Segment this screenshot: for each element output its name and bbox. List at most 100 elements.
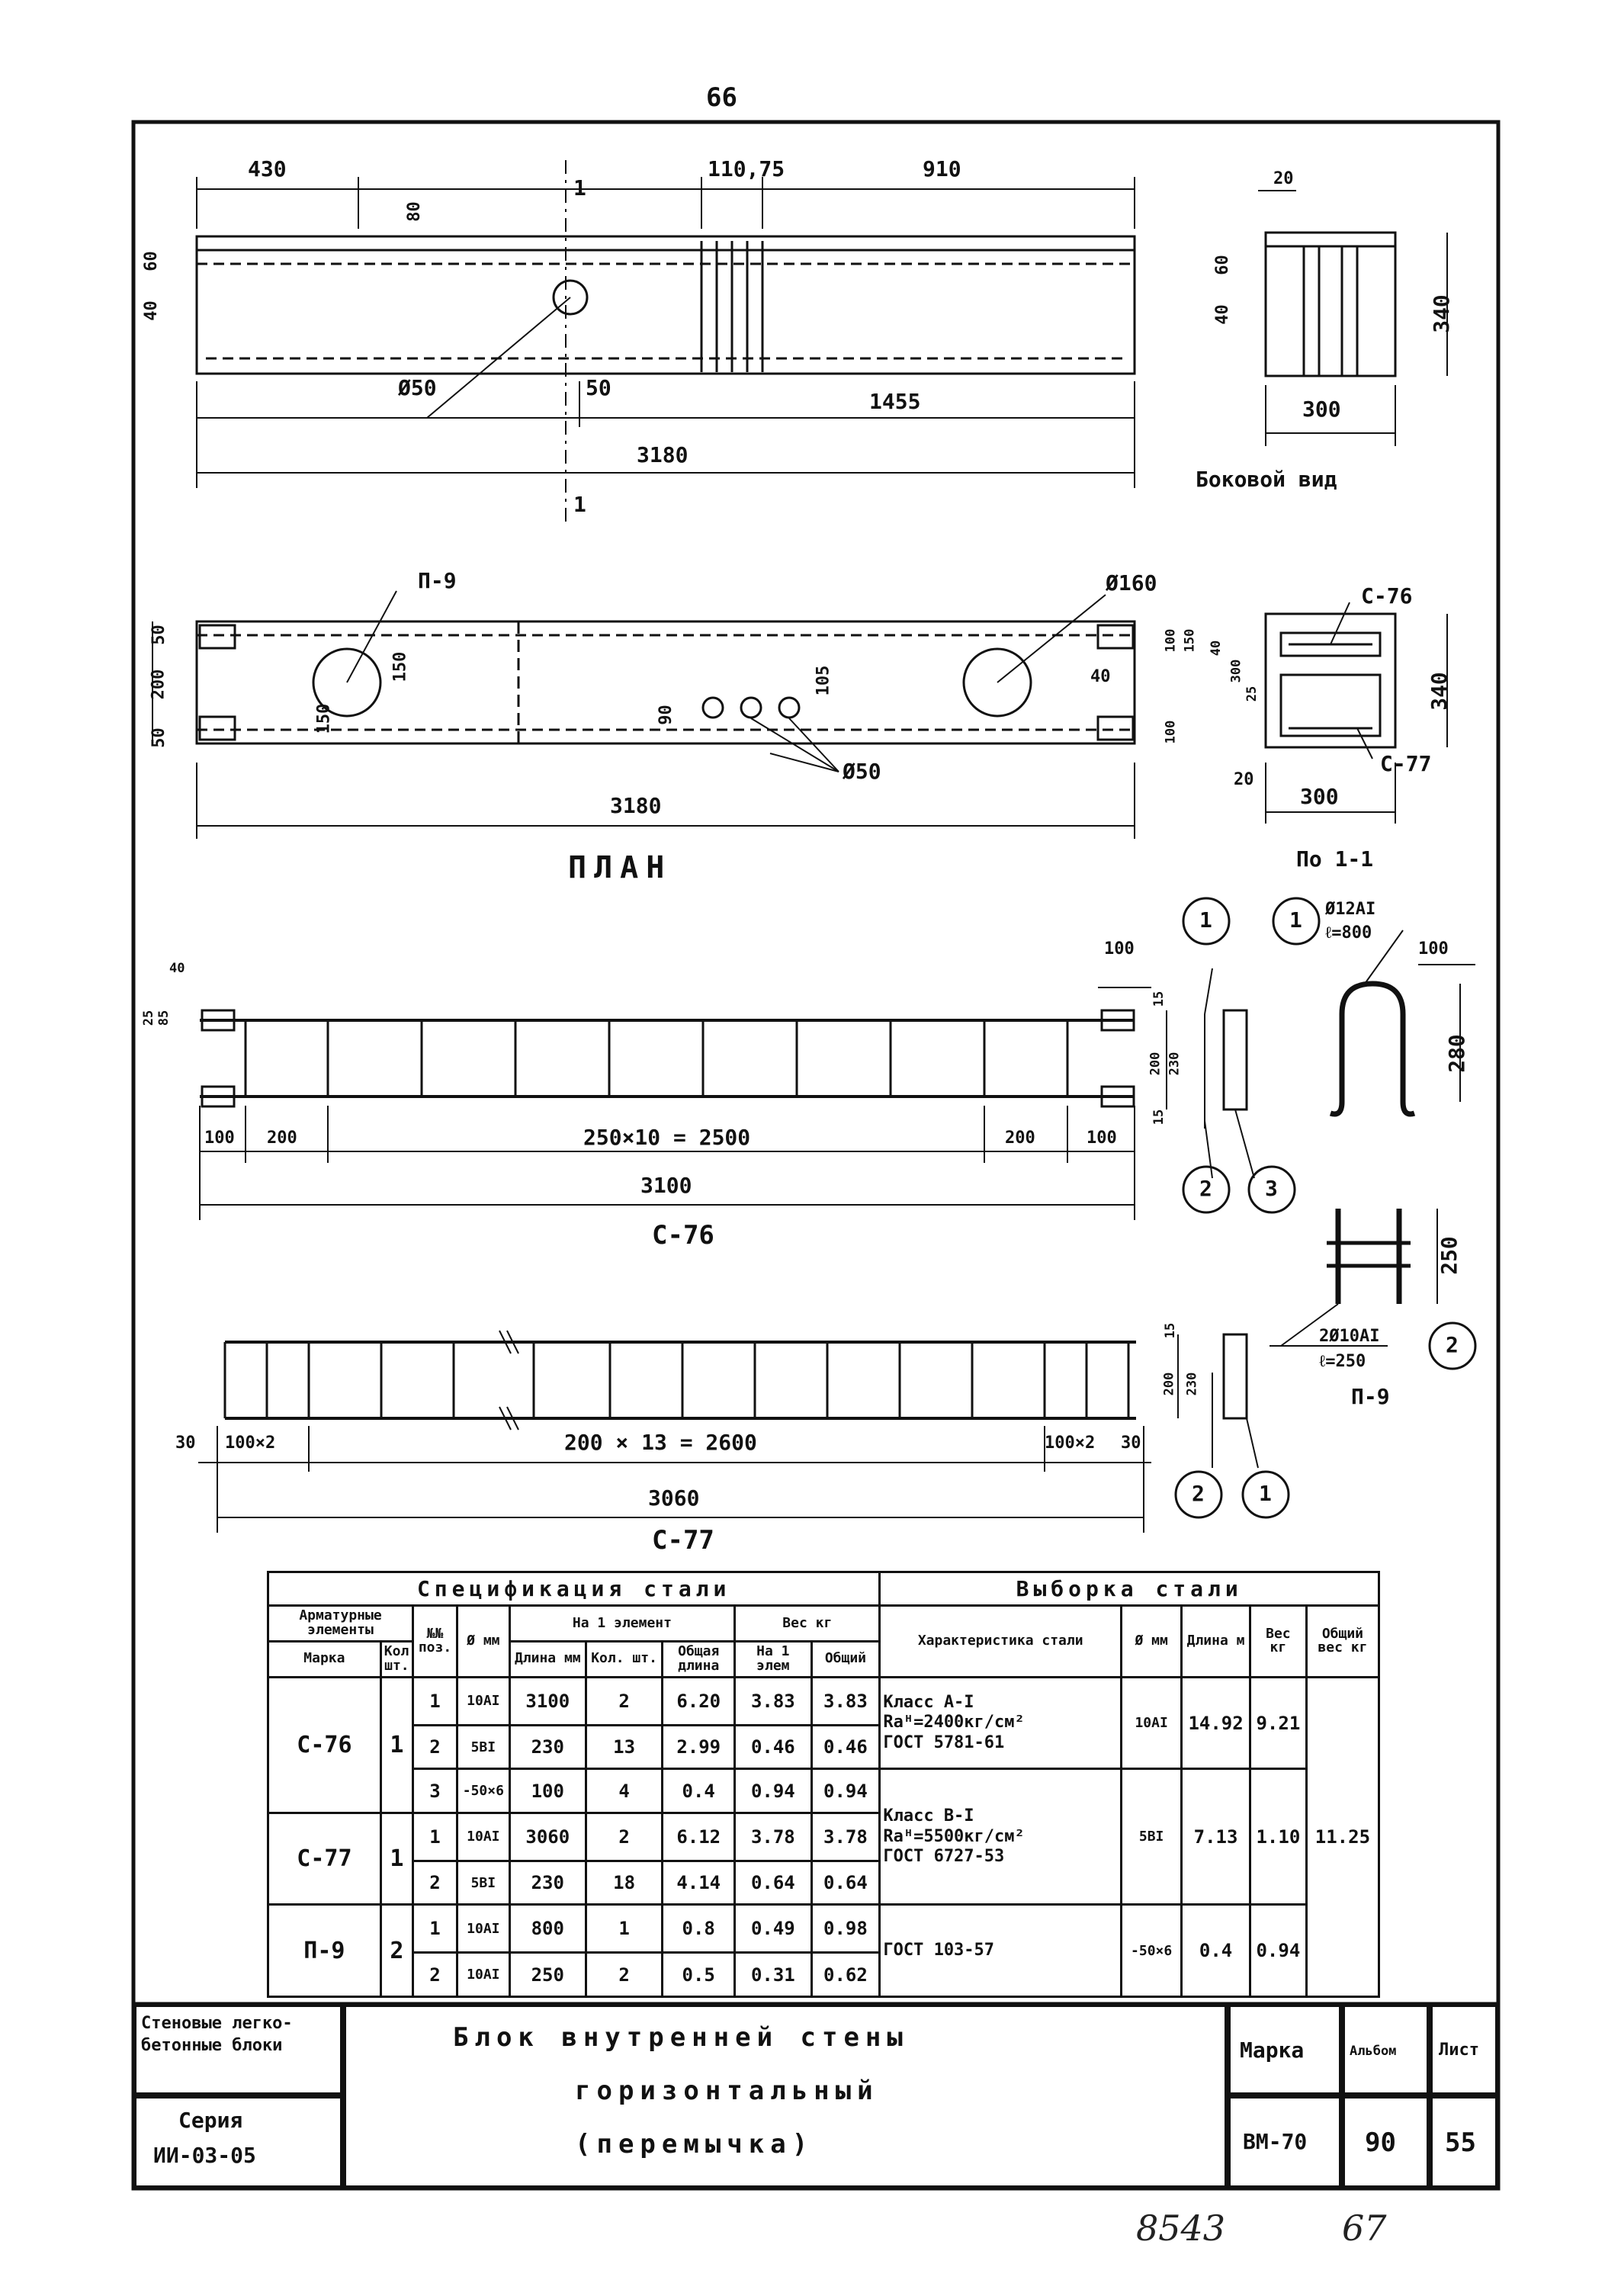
section-dim-20: 20 — [1234, 770, 1254, 789]
dim-110-75: 110,75 — [708, 156, 785, 181]
col-pos: №№ поз. — [411, 1604, 459, 1678]
dim-1455: 1455 — [869, 389, 921, 414]
dim-3180-elev: 3180 — [637, 442, 689, 467]
title-block-subject: Стеновые легко-бетонные блоки — [141, 2014, 293, 2055]
cell-wt: 0.64 — [810, 1859, 881, 1906]
cell-len: 3100 — [508, 1675, 587, 1726]
c76-dim-3100: 3100 — [640, 1173, 692, 1198]
cell-wp: 0.64 — [733, 1859, 813, 1906]
bar-detail-dim-100: 100 — [1418, 939, 1449, 959]
callout-circles — [1174, 897, 1477, 1519]
title-line-3: (перемычка) — [575, 2129, 814, 2160]
sel-total-weight: 11.25 — [1305, 1675, 1381, 1999]
cell-tl: 4.14 — [661, 1859, 737, 1906]
side-view-caption: Боковой вид — [1196, 467, 1337, 492]
col-qty: Кол. шт. — [584, 1639, 664, 1678]
c76-dim-100-top: 100 — [1104, 939, 1135, 959]
handwritten-number-2: 67 — [1342, 2208, 1387, 2249]
plan-dim-200: 200 — [149, 669, 169, 700]
cell-pos: 2 — [411, 1859, 459, 1906]
row-mark-p9: П-9 — [267, 1903, 382, 1998]
table-row: С-77 1 1 10АI 3060 2 6.12 3.78 3.78 — [267, 1811, 1379, 1906]
mark-cell: Марка — [1228, 2004, 1342, 2095]
title-line-2: горизонтальный — [575, 2076, 879, 2106]
sheet-label: Лист — [1439, 2041, 1479, 2060]
section-dim-300: 300 — [1300, 784, 1339, 809]
c77-dim-100x2-left: 100×2 — [225, 1434, 276, 1453]
col-weight: Вес кг — [733, 1604, 881, 1643]
plan-label-dia160: Ø160 — [1106, 570, 1157, 596]
side-dim-60: 60 — [1212, 255, 1232, 275]
cell-n: 1 — [584, 1903, 664, 1954]
cell-dia: 10АI — [456, 1903, 511, 1954]
sel-char-line: ГОСТ 103-57 — [883, 1941, 995, 1960]
c76-dim-200-vert: 200 — [1148, 1052, 1164, 1076]
section-mark-top: 1 — [573, 175, 586, 201]
cell-wp: 0.46 — [733, 1723, 813, 1771]
mark-label: Марка — [1240, 2037, 1305, 2063]
cell-len: 100 — [508, 1768, 587, 1814]
c76-dim-100-right: 100 — [1087, 1129, 1117, 1148]
cell-wp: 3.83 — [733, 1675, 813, 1726]
c76-dim-100-left: 100 — [204, 1129, 235, 1148]
cell-len: 800 — [508, 1903, 587, 1954]
cell-len: 3060 — [508, 1811, 587, 1862]
sel-len: 0.4 — [1180, 1903, 1251, 1998]
section-label-c76: С-76 — [1361, 583, 1413, 609]
sel-char-line: Класс В-I — [883, 1806, 974, 1826]
c76-dim-15-bottom: 15 — [1151, 1109, 1167, 1126]
c76-dim-25: 25 — [141, 1010, 157, 1026]
c77-dim-100x2-right: 100×2 — [1045, 1434, 1096, 1453]
col-char: Характеристика стали — [878, 1604, 1123, 1678]
col-elements: Арматурные элементы — [267, 1604, 414, 1643]
side-view — [1258, 190, 1448, 446]
c77-dim-230: 230 — [1184, 1372, 1200, 1396]
cell-tl: 0.4 — [661, 1768, 737, 1814]
cell-wt: 3.78 — [810, 1811, 881, 1862]
col-sel-dia: Ø мм — [1120, 1604, 1183, 1678]
sheet-frame — [131, 120, 1501, 2191]
sel-char-a1: Класс А-I Rаᴴ=2400кг/см² ГОСТ 5781-61 — [878, 1675, 1123, 1771]
table-row: 2 5ВI 230 13 2.99 0.46 0.46 — [268, 1723, 1379, 1771]
dim-80: 80 — [404, 201, 424, 222]
c76-dim-200-left: 200 — [267, 1129, 297, 1148]
c76-caption: С-76 — [652, 1220, 714, 1251]
section-label-c77: С-77 — [1380, 751, 1432, 776]
elevation-view — [195, 160, 1136, 526]
plan-label-dia50: Ø50 — [843, 759, 881, 784]
cell-len: 250 — [508, 1951, 587, 1998]
c76-callout-1: 1 — [1199, 907, 1212, 933]
bar-detail-spec: Ø12АI — [1325, 900, 1376, 919]
sel-dia: 10АI — [1120, 1675, 1183, 1771]
c77-callout-2: 2 — [1192, 1481, 1205, 1506]
cell-tl: 2.99 — [661, 1723, 737, 1771]
cell-tl: 0.8 — [661, 1903, 737, 1954]
p9-callout: 2 — [1446, 1332, 1459, 1357]
plan-dim-90: 90 — [656, 705, 676, 725]
elevation-outline — [195, 235, 1136, 375]
handwritten-number-1: 8543 — [1136, 2208, 1226, 2249]
c76-callout-2: 2 — [1199, 1176, 1212, 1201]
album-cell: Альбом — [1342, 2004, 1430, 2095]
c77-caption: С-77 — [652, 1525, 714, 1556]
c76-dim-40: 40 — [169, 961, 185, 976]
title-block-left-bottom: Серия ИИ-03-05 — [133, 2095, 343, 2188]
cell-pos: 3 — [411, 1768, 459, 1814]
cell-n: 13 — [584, 1723, 664, 1771]
sel-dia: 5ВI — [1120, 1768, 1183, 1906]
p9-length: ℓ=250 — [1319, 1352, 1366, 1371]
section-dim-150: 150 — [1182, 628, 1198, 653]
col-total-length: Общая длина — [661, 1639, 737, 1678]
c77-dim-15: 15 — [1163, 1322, 1179, 1339]
bar-detail-length: ℓ=800 — [1325, 923, 1372, 942]
album-label: Альбом — [1350, 2044, 1397, 2059]
cell-n: 18 — [584, 1859, 664, 1906]
cell-pos: 1 — [411, 1675, 459, 1726]
plan-view — [152, 590, 1136, 839]
title-block-main: Блок внутренней стены горизонтальный (пе… — [343, 2004, 1228, 2188]
section-dim-340: 340 — [1426, 672, 1452, 711]
plan-label-40: 40 — [1090, 667, 1111, 686]
dim-50: 50 — [586, 375, 611, 400]
sel-w: 0.94 — [1248, 1903, 1308, 1998]
c76-dim-230: 230 — [1167, 1052, 1183, 1076]
